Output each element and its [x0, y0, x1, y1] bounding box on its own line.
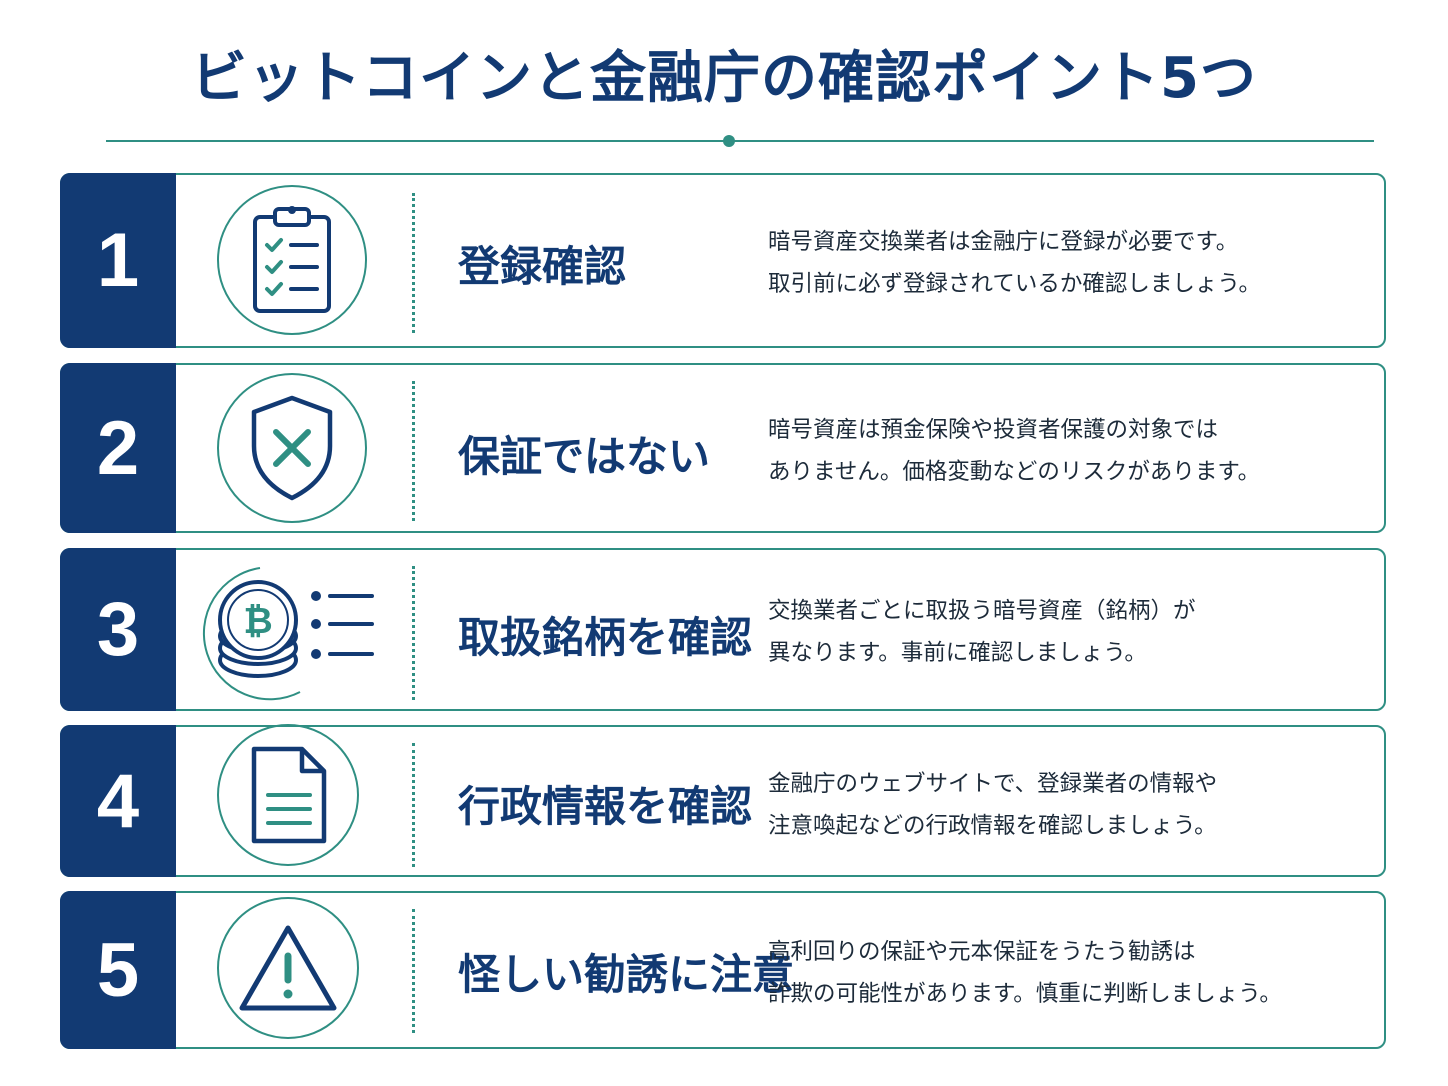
icon-circle: [217, 185, 367, 335]
svg-text:₿: ₿: [243, 601, 272, 642]
point-description: 暗号資産は預金保険や投資者保護の対象では ありません。価格変動などのリスクがあり…: [768, 409, 1358, 493]
point-description: 高利回りの保証や元本保証をうたう勧誘は 詐欺の可能性があります。慎重に判断しまし…: [768, 931, 1358, 1015]
description-line: 異なります。事前に確認しましょう。: [768, 640, 1147, 666]
description-line: 交換業者ごとに取扱う暗号資産（銘柄）が: [768, 598, 1196, 624]
description-line: ありません。価格変動などのリスクがあります。: [768, 459, 1261, 485]
icon-circle: [217, 724, 359, 866]
point-heading: 登録確認: [458, 242, 627, 291]
point-number: 4: [60, 725, 176, 877]
icon-circle: [217, 373, 367, 523]
bitcoin-coins-list-icon: ₿: [200, 562, 380, 702]
point-description: 暗号資産交換業者は金融庁に登録が必要です。 取引前に必ず登録されているか確認しま…: [768, 221, 1358, 305]
point-card-4: 4 行政情報を確認 金融庁のウェブサイトで、登録業者の情報や 注意喚起などの行政…: [60, 724, 1386, 877]
point-heading: 怪しい勧誘に注意: [458, 950, 795, 999]
dotted-separator: [412, 743, 415, 867]
description-line: 取引前に必ず登録されているか確認しましょう。: [768, 271, 1261, 297]
dotted-separator: [412, 566, 415, 700]
description-line: 詐欺の可能性があります。慎重に判断しましょう。: [768, 981, 1282, 1007]
dotted-separator: [412, 381, 415, 521]
description-line: 暗号資産交換業者は金融庁に登録が必要です。: [768, 229, 1239, 255]
shield-x-icon: [251, 395, 333, 501]
point-heading: 行政情報を確認: [458, 782, 753, 831]
warning-triangle-icon: [239, 925, 337, 1011]
point-description: 交換業者ごとに取扱う暗号資産（銘柄）が 異なります。事前に確認しましょう。: [768, 590, 1358, 674]
point-card-1: 1 登録確認 暗号資産交換業者は金融庁に登録が必要です。 取引前に必ず登録されて…: [60, 173, 1386, 348]
page-title: ビットコインと金融庁の確認ポイント5つ: [191, 46, 1257, 111]
point-heading: 取扱銘柄を確認: [458, 613, 753, 662]
description-line: 高利回りの保証や元本保証をうたう勧誘は: [768, 939, 1196, 965]
point-heading: 保証ではない: [458, 432, 711, 481]
icon-circle: [217, 897, 359, 1039]
point-number: 5: [60, 891, 176, 1049]
point-card-5: 5 怪しい勧誘に注意 高利回りの保証や元本保証をうたう勧誘は 詐欺の可能性があり…: [60, 891, 1386, 1049]
description-line: 金融庁のウェブサイトで、登録業者の情報や: [768, 771, 1218, 797]
point-card-2: 2 保証ではない 暗号資産は預金保険や投資者保護の対象では ありません。価格変動…: [60, 363, 1386, 533]
dotted-separator: [412, 193, 415, 333]
point-number: 3: [60, 548, 176, 711]
document-icon: [251, 746, 327, 844]
point-description: 金融庁のウェブサイトで、登録業者の情報や 注意喚起などの行政情報を確認しましょう…: [768, 763, 1358, 847]
clipboard-checklist-icon: [253, 206, 331, 313]
dotted-separator: [412, 909, 415, 1033]
point-number: 1: [60, 173, 176, 348]
description-line: 注意喚起などの行政情報を確認しましょう。: [768, 813, 1217, 839]
description-line: 暗号資産は預金保険や投資者保護の対象では: [768, 417, 1219, 443]
title-divider: [106, 140, 1374, 142]
point-number: 2: [60, 363, 176, 533]
divider-dot: [723, 135, 735, 147]
point-card-3: 3 ₿ 取扱銘柄を確認 交換業者ごとに取扱う暗号資産（銘柄）が 異なります。事前…: [60, 548, 1386, 711]
